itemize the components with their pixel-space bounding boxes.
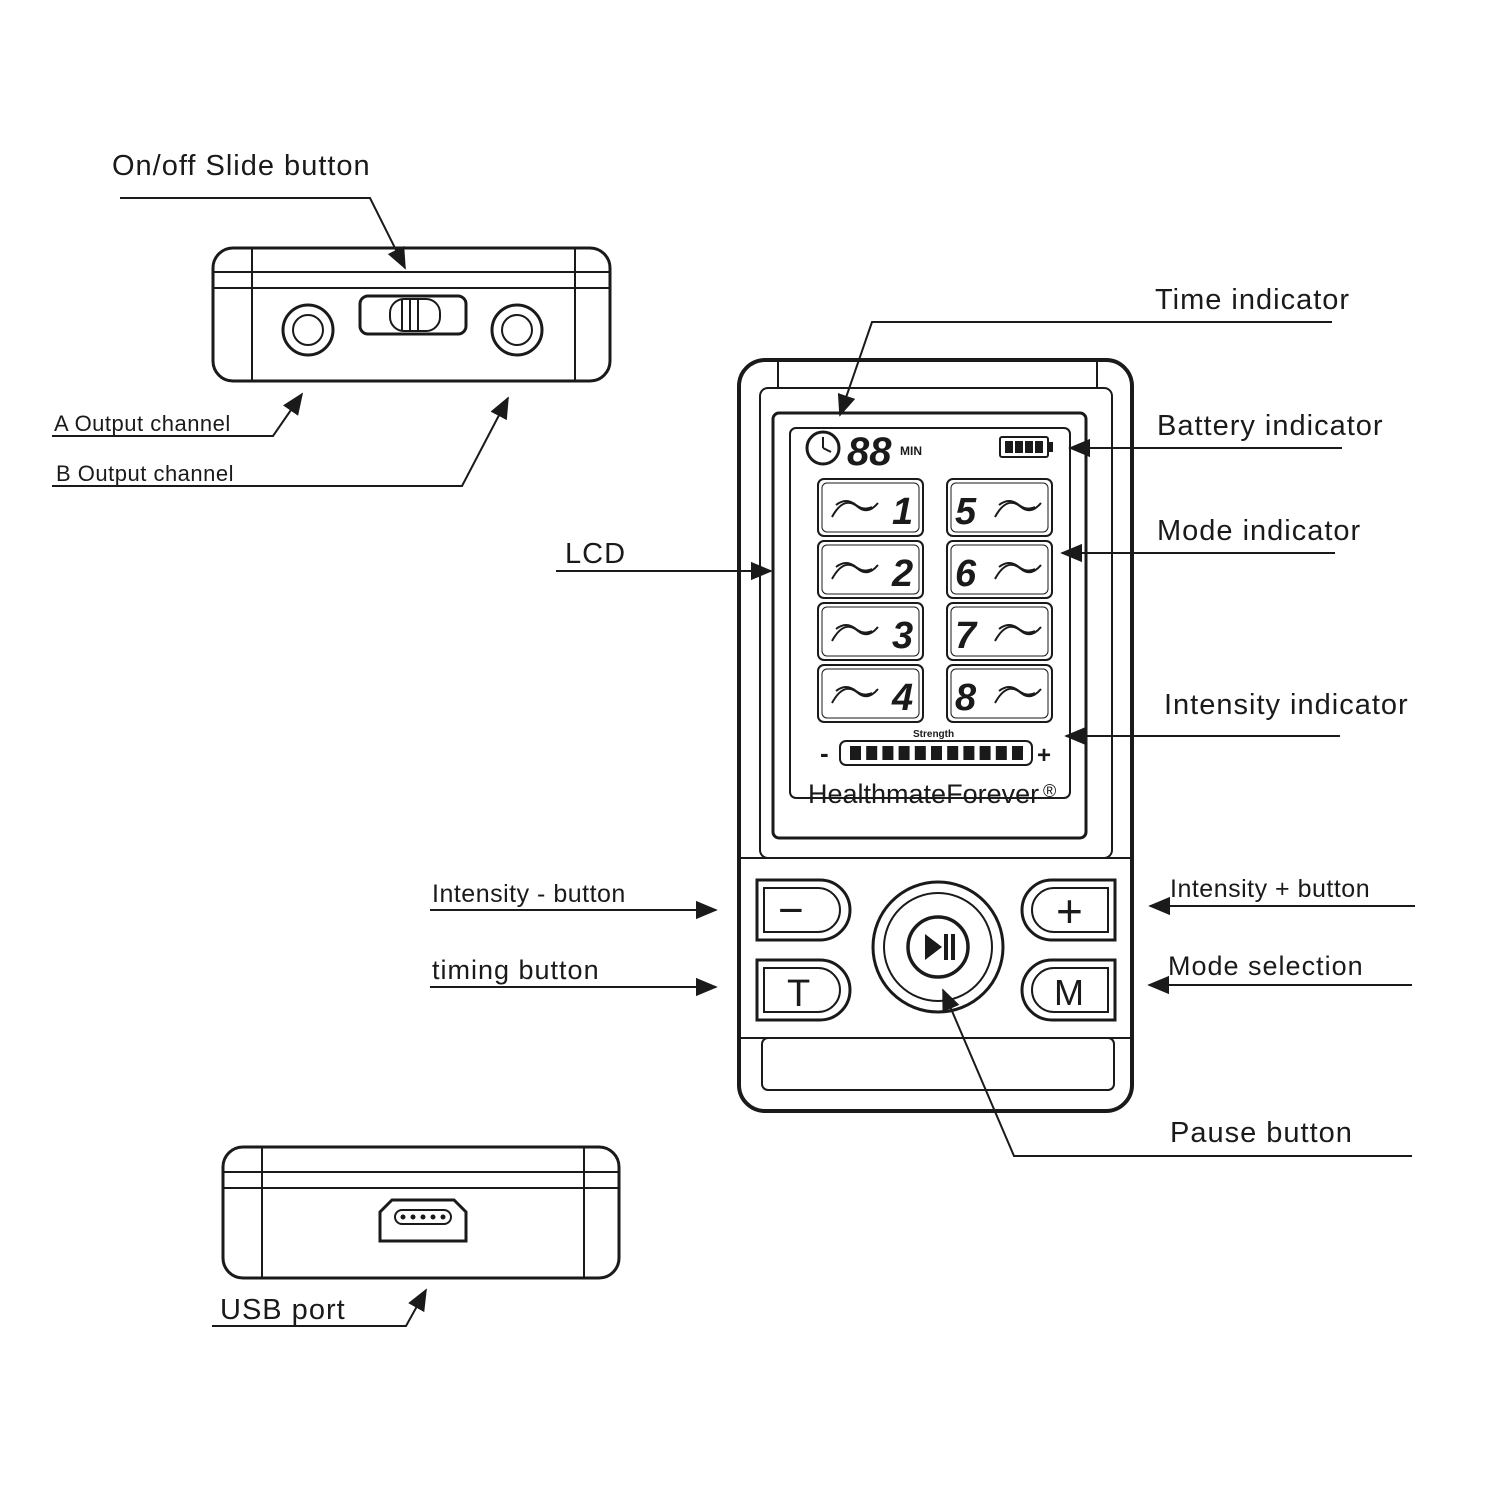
strength-segment	[866, 746, 878, 760]
mode-8-massage-icon	[994, 686, 1042, 704]
bottom-view	[221, 1145, 621, 1280]
mode-tile-4: 4	[817, 664, 924, 723]
top-view	[211, 246, 612, 383]
usb-port-label: USB port	[220, 1294, 346, 1326]
mode-indicator-grid: 1 2 3 4 5 6 7 8	[817, 478, 1053, 723]
strength-segments	[850, 746, 1023, 760]
b-output-jack[interactable]	[490, 303, 544, 357]
brand-mark: ®	[1043, 781, 1056, 801]
strength-segment	[979, 746, 991, 760]
intensity-minus-label: Intensity - button	[432, 880, 626, 908]
mode-tile-8: 8	[946, 664, 1053, 723]
strength-segment	[963, 746, 975, 760]
strength-segment	[1012, 746, 1023, 760]
pause-button-label: Pause button	[1170, 1117, 1353, 1149]
pause-button[interactable]	[871, 880, 1005, 1014]
intensity-minus-button[interactable]: −	[755, 878, 852, 942]
mode-selection-label: Mode selection	[1168, 951, 1364, 981]
mode-tile-7: 7	[946, 602, 1053, 661]
lcd-screen: 88 MIN 1 2 3 4 5 6 7 8 Strength - + HealthmateF…	[771, 411, 1088, 840]
mode-6-massage-icon	[994, 562, 1042, 580]
strength-segment	[898, 746, 910, 760]
plus-symbol: +	[1056, 885, 1083, 937]
intensity-indicator-label: Intensity indicator	[1164, 689, 1409, 721]
time-unit: MIN	[900, 444, 922, 458]
mode-3-massage-icon	[831, 624, 879, 642]
timing-label: timing button	[432, 955, 600, 985]
strength-segment	[947, 746, 959, 760]
mode-selection-button[interactable]: M	[1020, 958, 1117, 1022]
mode-number-8: 8	[955, 677, 977, 719]
mode-tile-2: 2	[817, 540, 924, 599]
a-output-jack[interactable]	[281, 303, 335, 357]
strength-segment	[914, 746, 926, 760]
mode-symbol: M	[1054, 972, 1084, 1013]
on-off-slide-switch[interactable]	[358, 294, 468, 336]
b-output-label: B Output channel	[56, 461, 234, 486]
timing-symbol: T	[787, 973, 810, 1015]
battery-indicator-label: Battery indicator	[1157, 410, 1384, 442]
mode-indicator-label: Mode indicator	[1157, 515, 1361, 547]
mode-4-massage-icon	[831, 686, 879, 704]
intensity-plus-button[interactable]: +	[1020, 878, 1117, 942]
intensity-plus-label: Intensity + button	[1170, 875, 1370, 903]
mode-5-massage-icon	[994, 500, 1042, 518]
strength-segment	[931, 746, 942, 760]
clock-icon	[805, 430, 841, 466]
mode-1-massage-icon	[831, 500, 879, 518]
mode-number-3: 3	[892, 615, 913, 657]
strength-minus: -	[820, 738, 829, 768]
time-indicator-label: Time indicator	[1155, 284, 1350, 316]
strength-bar	[839, 740, 1033, 766]
mode-number-1: 1	[892, 491, 913, 533]
strength-label: Strength	[913, 729, 954, 740]
mode-tile-5: 5	[946, 478, 1053, 537]
mode-number-5: 5	[955, 491, 977, 533]
strength-segment	[850, 746, 861, 760]
on-off-slide-label: On/off Slide button	[112, 150, 371, 182]
mode-number-7: 7	[955, 615, 978, 657]
mode-7-massage-icon	[994, 624, 1042, 642]
minus-symbol: −	[778, 886, 804, 935]
mode-number-4: 4	[891, 677, 913, 719]
strength-segment	[882, 746, 894, 760]
timing-button[interactable]: T	[755, 958, 852, 1022]
mode-tile-1: 1	[817, 478, 924, 537]
play-pause-icon	[925, 934, 955, 960]
strength-plus: +	[1037, 742, 1051, 769]
mode-2-massage-icon	[831, 562, 879, 580]
lcd-label: LCD	[565, 538, 626, 570]
mode-tile-3: 3	[817, 602, 924, 661]
mode-number-6: 6	[955, 553, 977, 595]
a-output-label: A Output channel	[54, 411, 231, 436]
usb-port-icon[interactable]	[378, 1198, 468, 1243]
brand-name: HealthmateForever	[808, 779, 1039, 809]
time-digits: 88	[847, 430, 892, 474]
battery-icon	[999, 436, 1053, 458]
strength-segment	[995, 746, 1007, 760]
mode-tile-6: 6	[946, 540, 1053, 599]
mode-number-2: 2	[891, 553, 913, 595]
